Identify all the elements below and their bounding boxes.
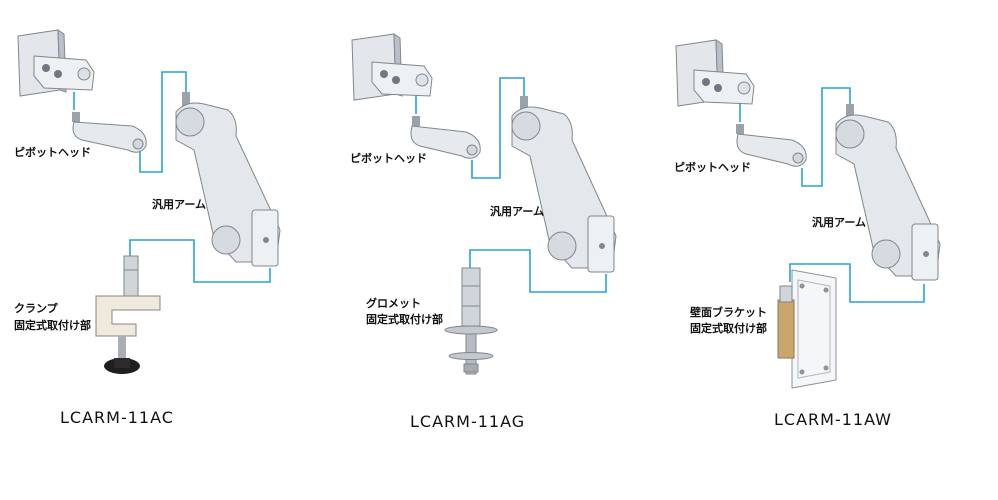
connector-arm-mount [789, 263, 925, 303]
mount-label-line-1: グロメット [366, 297, 421, 310]
mount-label-line-2: 固定式取付け部 [366, 313, 443, 326]
connector-pivot-arm [139, 71, 187, 173]
universal-arm-icon [175, 92, 281, 267]
connector-lines [739, 87, 925, 303]
pivot-head-icon [410, 116, 481, 159]
figure-1-illustration [17, 29, 281, 374]
model-name: LCARM-11AG [410, 412, 526, 431]
mount-label-line-1: クランプ [14, 302, 58, 315]
pivot-head-label: ピボットヘッド [674, 161, 751, 174]
mount-label-line-2: 固定式取付け部 [14, 319, 91, 332]
pivot-head-label: ピボットヘッド [350, 152, 427, 165]
connector-lines [73, 71, 271, 283]
pivot-head-icon [72, 112, 147, 153]
model-name: LCARM-11AW [774, 410, 892, 429]
connector-lines [415, 77, 607, 293]
universal-arm-icon [511, 96, 617, 273]
connector-arm-mount [129, 239, 271, 283]
arm-label: 汎用アーム [490, 205, 545, 218]
connector-pivot-arm [801, 87, 851, 187]
arm-label: 汎用アーム [812, 216, 867, 229]
wall-bracket-mount-icon [777, 269, 837, 389]
vesa-head-icon [351, 33, 433, 101]
mount-label-line-2: 固定式取付け部 [690, 322, 767, 335]
pivot-head-label: ピボットヘッド [14, 146, 91, 159]
clamp-mount-icon [95, 255, 161, 374]
universal-arm-icon [835, 104, 941, 281]
arm-label: 汎用アーム [152, 198, 207, 211]
grommet-mount-icon [444, 267, 498, 375]
pivot-head-icon [736, 124, 807, 167]
vesa-head-icon [675, 39, 755, 107]
connector-pivot-arm [471, 77, 525, 179]
model-name: LCARM-11AC [60, 408, 174, 427]
figure-3-illustration [675, 39, 941, 389]
mount-label-line-1: 壁面ブラケット [690, 306, 767, 319]
connector-arm-mount [469, 249, 607, 293]
figure-2-illustration [351, 33, 617, 375]
vesa-head-icon [17, 29, 95, 97]
